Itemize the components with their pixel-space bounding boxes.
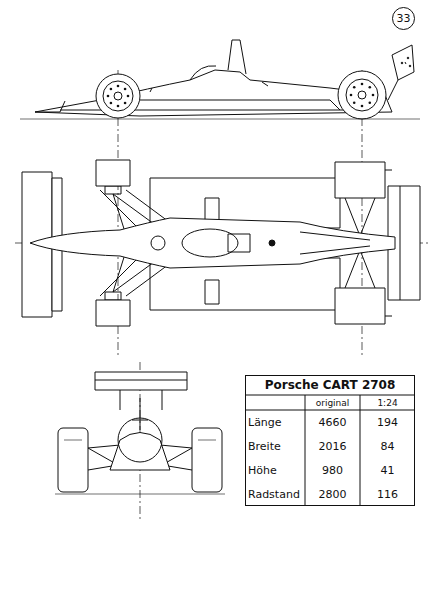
row-label: Radstand — [245, 482, 305, 506]
dimension-value: 116 — [360, 482, 415, 506]
dimension-value: 41 — [360, 458, 415, 482]
row-label: Länge — [245, 410, 305, 434]
dimension-value: 980 — [305, 458, 360, 482]
page-number-text: 33 — [397, 12, 411, 25]
page-number: 33 — [392, 7, 415, 30]
column-header: original — [305, 395, 360, 410]
table-title: Porsche CART 2708 — [265, 378, 396, 392]
dimension-value-text: 116 — [377, 488, 398, 501]
dimension-value-text: 84 — [381, 440, 395, 453]
dimension-value-text: 194 — [377, 416, 398, 429]
row-label: Höhe — [245, 458, 305, 482]
dimension-value: 84 — [360, 434, 415, 458]
top-view — [22, 160, 420, 326]
column-header-text: 1:24 — [377, 398, 397, 408]
dimension-value-text: 980 — [322, 464, 343, 477]
dimension-value: 194 — [360, 410, 415, 434]
dimension-value: 2800 — [305, 482, 360, 506]
column-header-text: original — [316, 398, 350, 408]
center-lines — [15, 70, 428, 522]
dimension-value-text: 41 — [381, 464, 395, 477]
dimension-value-text: 2016 — [319, 440, 347, 453]
table-grid — [245, 395, 415, 506]
dimension-value-text: 4660 — [319, 416, 347, 429]
dimension-value-text: 2800 — [319, 488, 347, 501]
row-label-text: Radstand — [248, 488, 300, 501]
side-view — [20, 40, 420, 119]
row-label-text: Länge — [248, 416, 282, 429]
dimension-value: 4660 — [305, 410, 360, 434]
dimension-value: 2016 — [305, 434, 360, 458]
row-label: Breite — [245, 434, 305, 458]
row-label-text: Höhe — [248, 464, 277, 477]
column-header: 1:24 — [360, 395, 415, 410]
front-view — [55, 372, 225, 494]
row-label-text: Breite — [248, 440, 281, 453]
